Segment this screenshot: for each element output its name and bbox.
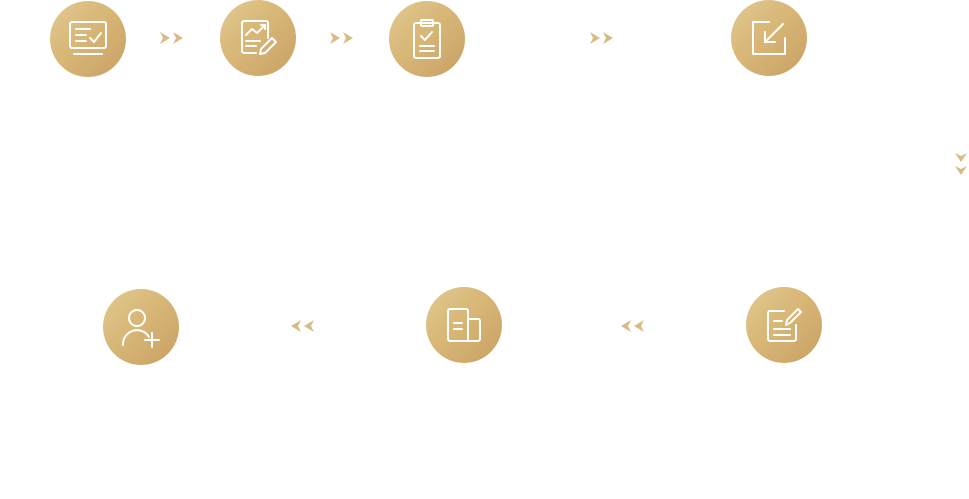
arrow-down-left-box-icon [752,21,786,55]
step-5-note-edit [746,287,822,363]
arrow-left-2 [285,318,315,334]
user-add-icon [121,309,160,348]
document-icon [447,308,481,342]
step-1-monitor-check [50,1,126,77]
arrow-left-1 [615,318,645,334]
step-4-arrow-box [731,0,807,76]
monitor-check-icon [69,21,107,55]
step-3-clipboard-check [389,1,465,77]
step-6-document [426,287,502,363]
arrow-right-3 [589,30,619,46]
clipboard-check-icon [413,19,441,59]
arrow-down [953,152,969,182]
note-edit-icon [767,308,802,342]
chart-edit-icon [241,20,277,55]
step-2-chart-edit [220,0,296,76]
step-7-user-add [103,289,179,365]
arrow-right-1 [159,30,189,46]
arrow-right-2 [329,30,359,46]
